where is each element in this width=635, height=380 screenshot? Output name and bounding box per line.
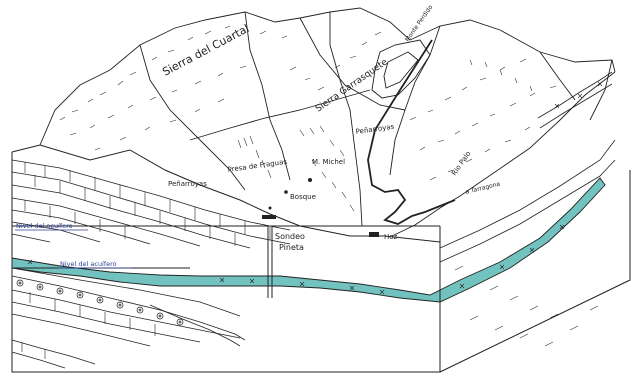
label-town: Hoz <box>384 233 398 241</box>
label-penarroyas-right: Peñarroyas <box>355 123 395 136</box>
label-rio-palo: Rio Palo <box>450 150 472 177</box>
block-outline <box>12 145 630 372</box>
relief-outline <box>40 8 615 236</box>
label-nivel-lower: Nivel del acuífero <box>60 260 117 268</box>
label-bosque: Bosque <box>290 193 316 201</box>
label-perdido: Monte Perdido <box>404 4 435 44</box>
label-presa: Presa de Fraguas <box>227 158 288 174</box>
label-michelin: M. Michel <box>312 158 345 166</box>
limestone-beds <box>12 160 290 368</box>
right-strata <box>440 72 615 262</box>
label-pineta: Pineta <box>279 243 304 252</box>
section-lines <box>12 226 440 372</box>
label-nivel-upper: Nivel del acuífero <box>16 222 73 230</box>
hachure-texture <box>60 26 598 346</box>
label-penarroyas-left: Peñarroyas <box>168 180 207 188</box>
label-tarragona: a Tarragona <box>465 181 501 196</box>
label-sondeo: Sondeo <box>275 232 305 241</box>
label-sierra-garrasquete: Sierra Garrasquete <box>314 57 390 114</box>
circle-markers <box>17 280 183 325</box>
